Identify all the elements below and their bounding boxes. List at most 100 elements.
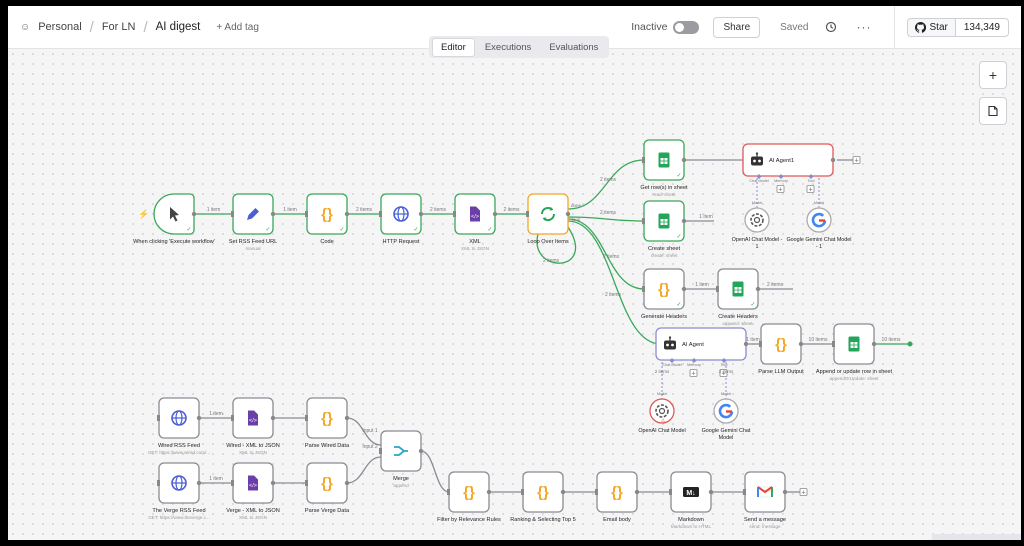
breadcrumb-personal[interactable]: Personal xyxy=(38,21,82,33)
workflow-canvas[interactable]: + {} </> M↓ ⚡✓When clicking 'Execute xyxy=(8,49,1021,540)
node-trigger[interactable]: ⚡✓ xyxy=(138,193,197,235)
add-connection-button[interactable] xyxy=(799,488,808,496)
loop-back-line[interactable] xyxy=(536,226,577,264)
node-filter[interactable] xyxy=(447,471,492,513)
output-port[interactable] xyxy=(681,157,687,163)
sub-port[interactable] xyxy=(808,174,814,179)
add-connection-button[interactable] xyxy=(776,185,785,193)
input-port[interactable] xyxy=(521,489,524,495)
node-parsellm[interactable] xyxy=(759,323,804,365)
add-node-button[interactable]: + xyxy=(979,61,1007,89)
input-port[interactable] xyxy=(231,211,234,217)
sub-port[interactable] xyxy=(691,358,697,363)
input-port[interactable] xyxy=(642,218,645,224)
output-port[interactable] xyxy=(196,415,202,421)
active-toggle[interactable] xyxy=(673,20,700,34)
output-port[interactable] xyxy=(344,415,350,421)
output-port[interactable] xyxy=(196,480,202,486)
input-port[interactable] xyxy=(305,211,308,217)
node-loop[interactable] xyxy=(526,193,571,235)
node-createheaders[interactable]: ✓ xyxy=(716,268,761,310)
output-port[interactable] xyxy=(560,489,566,495)
node-vergexml[interactable] xyxy=(231,462,276,504)
output-port[interactable] xyxy=(191,211,197,217)
sub-port[interactable] xyxy=(721,358,727,363)
input-port[interactable] xyxy=(743,489,746,495)
node-box[interactable] xyxy=(380,430,422,472)
node-wiredrss[interactable] xyxy=(157,397,202,439)
connection-line[interactable] xyxy=(567,216,645,222)
node-sendmsg[interactable] xyxy=(743,471,788,513)
node-xml[interactable]: ✓ xyxy=(453,193,498,235)
input-port[interactable] xyxy=(447,489,450,495)
breadcrumb-folder[interactable]: For LN xyxy=(101,21,136,33)
output-port[interactable] xyxy=(830,157,836,163)
output-port[interactable] xyxy=(492,211,498,217)
output-port[interactable] xyxy=(681,286,687,292)
node-rss_url[interactable]: ✓ xyxy=(231,193,276,235)
node-openai[interactable]: Model⚠OpenAI Chat Model xyxy=(638,392,685,434)
node-http[interactable]: ✓ xyxy=(379,193,424,235)
output-port[interactable] xyxy=(344,211,350,217)
workflow-name[interactable]: AI digest xyxy=(155,21,201,33)
connection-line[interactable] xyxy=(567,159,645,210)
input-port[interactable] xyxy=(305,480,308,486)
input-port[interactable] xyxy=(231,415,234,421)
output-port[interactable] xyxy=(871,341,877,347)
output-port[interactable] xyxy=(270,415,276,421)
node-createsheet[interactable]: ✓ xyxy=(642,200,687,242)
sub-port[interactable] xyxy=(778,174,784,179)
output-port[interactable] xyxy=(743,341,749,347)
node-wiredxml[interactable] xyxy=(231,397,276,439)
input-port[interactable] xyxy=(231,480,234,486)
output-port[interactable] xyxy=(634,489,640,495)
output-port[interactable] xyxy=(565,211,571,217)
output-port[interactable] xyxy=(344,480,350,486)
output-port[interactable] xyxy=(798,341,804,347)
input-port[interactable] xyxy=(642,157,645,163)
connection-line[interactable] xyxy=(346,417,382,446)
add-connection-button[interactable] xyxy=(806,185,815,193)
node-box[interactable] xyxy=(649,398,675,424)
add-connection-button[interactable] xyxy=(689,369,698,377)
add-connection-button[interactable] xyxy=(719,369,728,377)
node-genheaders[interactable]: ✓ xyxy=(642,268,687,310)
input-port[interactable] xyxy=(157,415,160,421)
node-vergerss[interactable] xyxy=(157,462,202,504)
node-emailbody[interactable] xyxy=(595,471,640,513)
input-port[interactable] xyxy=(305,415,308,421)
input-port[interactable] xyxy=(379,448,382,454)
output-port[interactable] xyxy=(270,480,276,486)
tab-executions[interactable]: Executions xyxy=(484,41,532,53)
input-port[interactable] xyxy=(759,341,762,347)
output-port[interactable] xyxy=(486,489,492,495)
github-star-button[interactable]: Star xyxy=(906,17,956,37)
output-port[interactable] xyxy=(681,218,687,224)
input-port[interactable] xyxy=(642,286,645,292)
output-port[interactable] xyxy=(782,489,788,495)
node-box[interactable] xyxy=(527,193,569,235)
node-parsewired[interactable] xyxy=(305,397,350,439)
input-port[interactable] xyxy=(379,211,382,217)
output-port[interactable] xyxy=(907,341,913,347)
node-ranking[interactable] xyxy=(521,471,566,513)
sub-port[interactable] xyxy=(756,174,762,179)
input-port[interactable] xyxy=(157,480,160,486)
input-port[interactable] xyxy=(453,211,456,217)
input-port[interactable] xyxy=(716,286,719,292)
output-port[interactable] xyxy=(418,211,424,217)
node-getrows[interactable]: ✓ xyxy=(642,139,687,181)
input-port[interactable] xyxy=(595,489,598,495)
tab-evaluations[interactable]: Evaluations xyxy=(549,41,599,53)
share-button[interactable]: Share xyxy=(713,16,761,38)
node-box[interactable] xyxy=(744,207,770,233)
input-port[interactable] xyxy=(669,489,672,495)
node-appendrow[interactable] xyxy=(832,323,877,365)
connection-line[interactable] xyxy=(567,218,645,290)
input-port[interactable] xyxy=(832,341,835,347)
add-connection-button[interactable] xyxy=(852,156,861,164)
